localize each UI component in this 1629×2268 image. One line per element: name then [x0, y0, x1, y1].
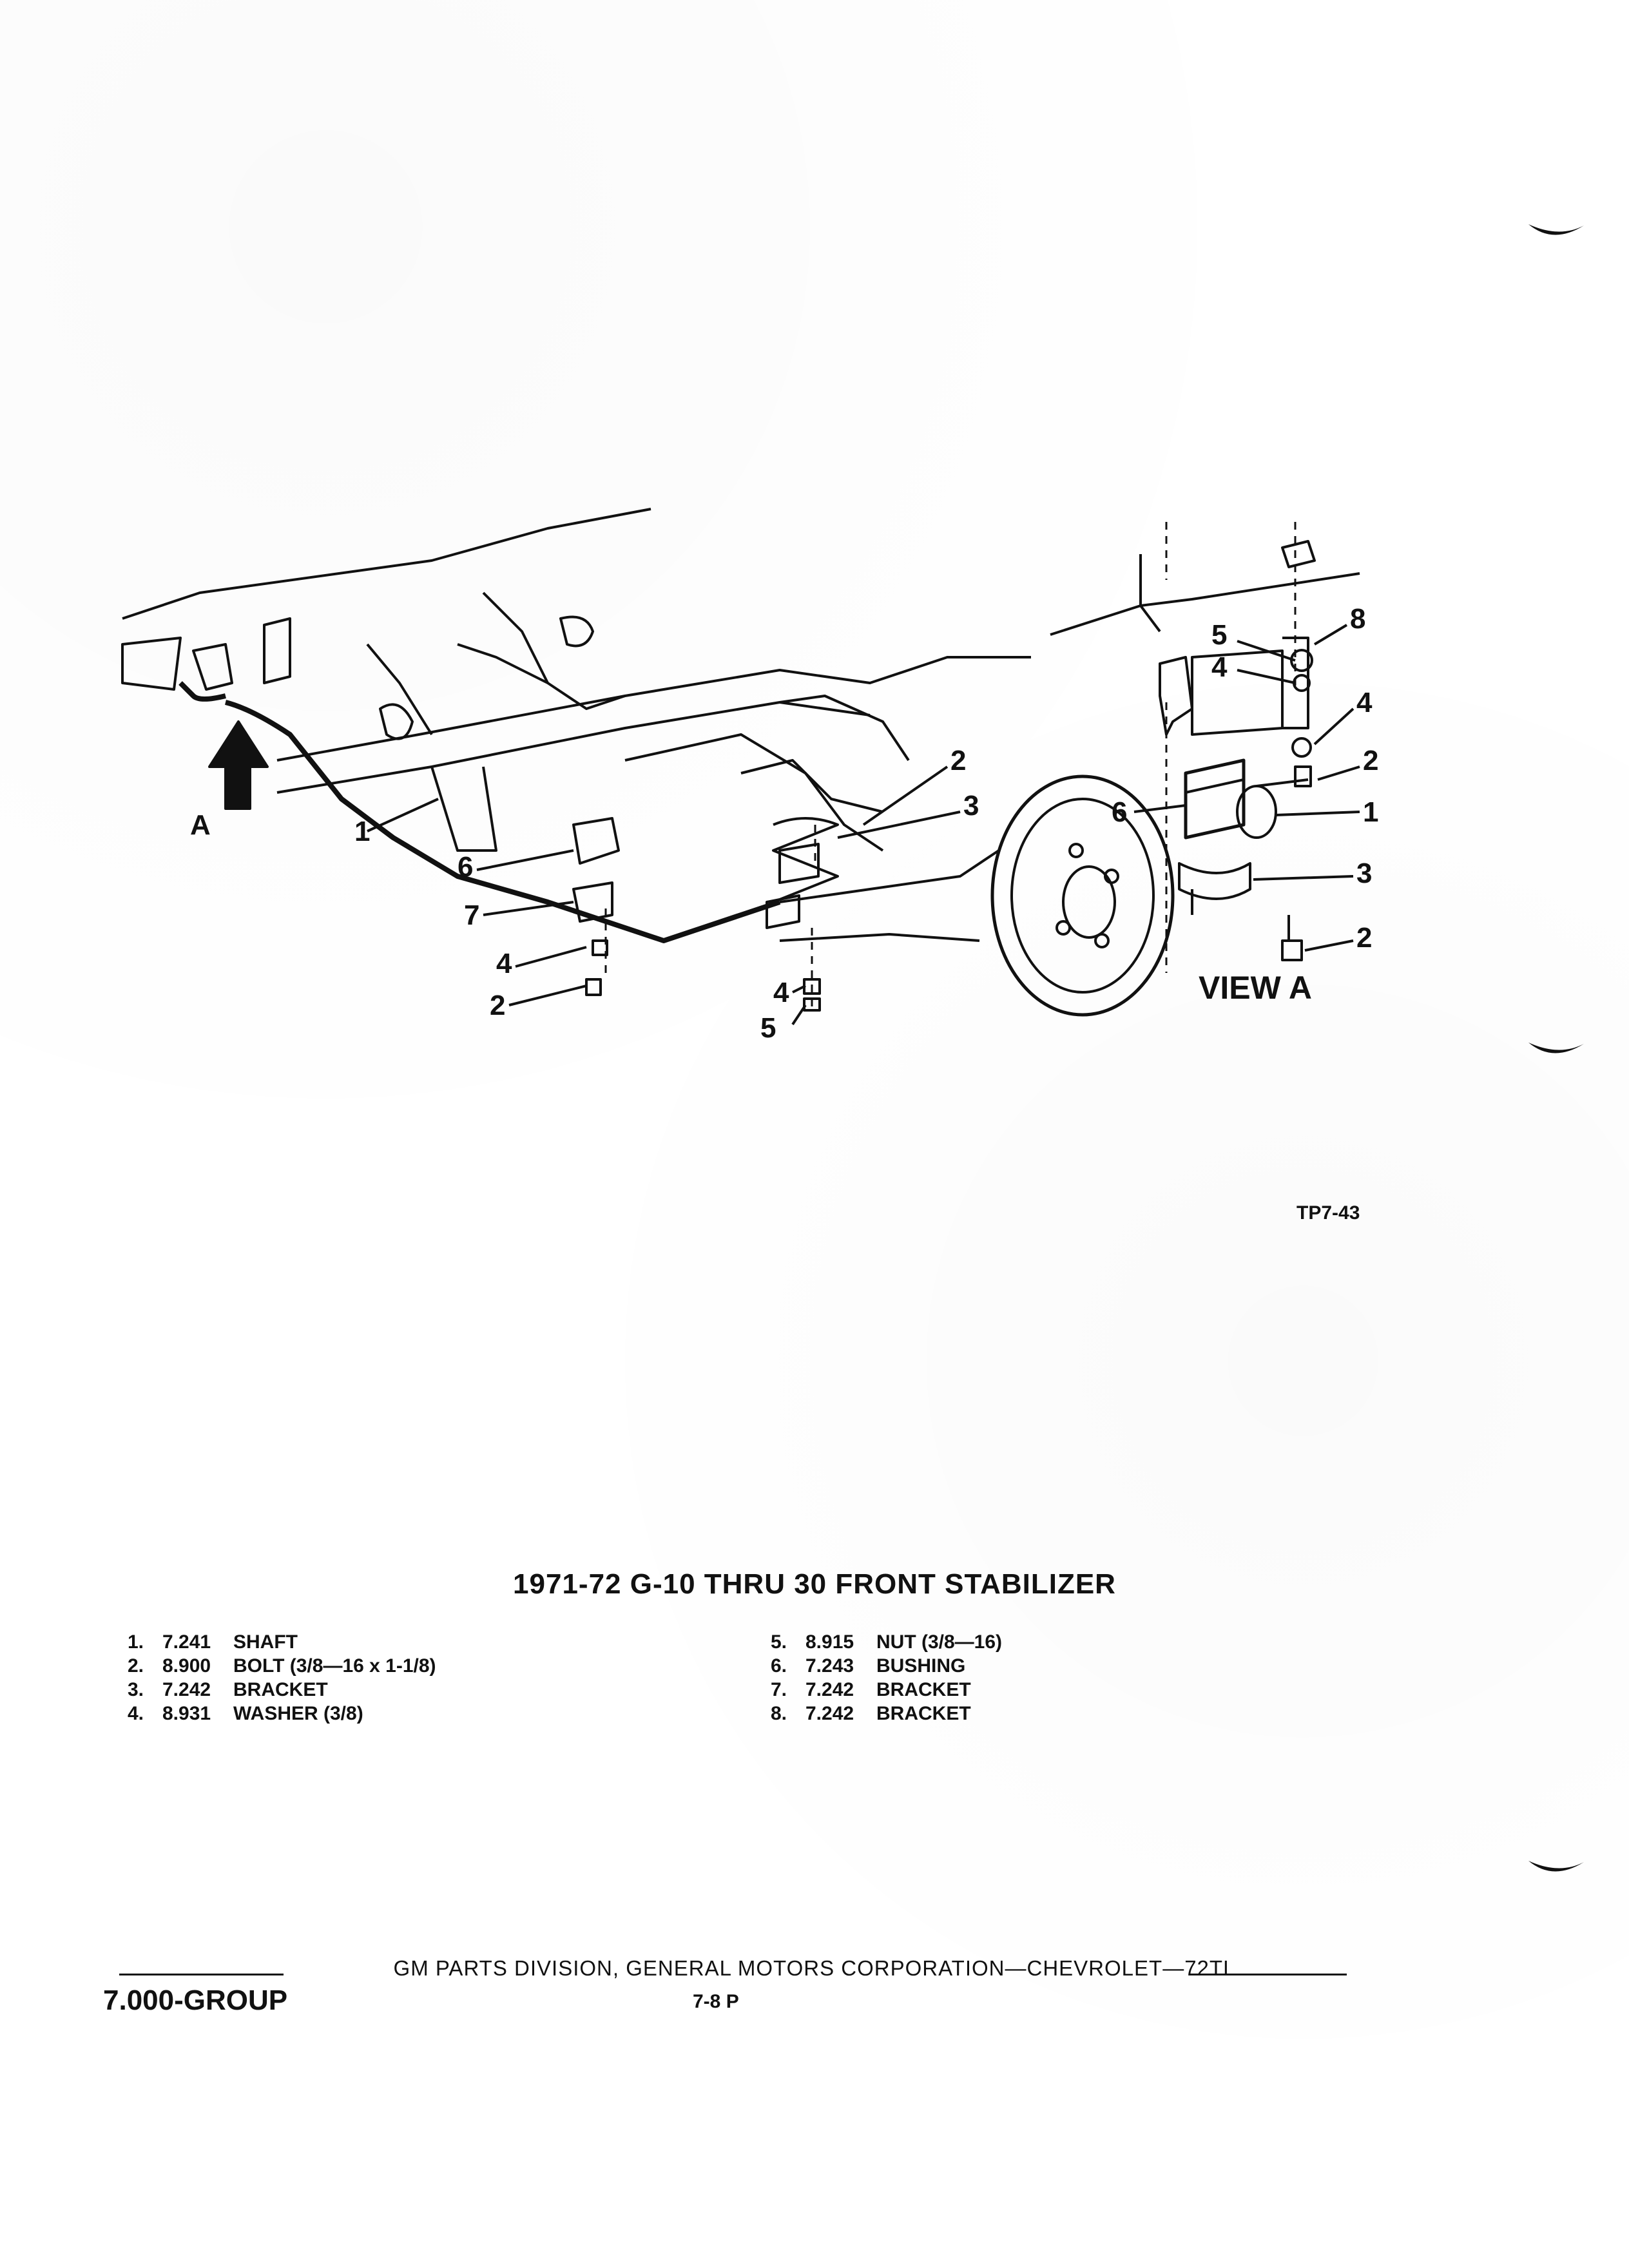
part-description: SHAFT: [233, 1631, 298, 1653]
callout-4-right: 4: [773, 977, 789, 1008]
callout-6: 6: [458, 851, 473, 883]
callout-2-left: 2: [490, 990, 505, 1021]
part-description: BRACKET: [876, 1679, 971, 1700]
part-number: 2.: [128, 1655, 144, 1677]
page-title: 1971-72 G-10 THRU 30 FRONT STABILIZER: [513, 1568, 1116, 1600]
part-code: 7.242: [805, 1703, 854, 1724]
stabilizer-diagram: A 1 6 7 4 2 2 3 4 5 5 4 8 4 2 6 1 3 2 VI…: [97, 490, 1385, 1070]
part-code: 8.931: [162, 1703, 211, 1724]
view-a-bushing: [1184, 758, 1246, 840]
part-row: 1. 7.241 SHAFT: [128, 1630, 436, 1654]
part-code: 7.241: [162, 1631, 211, 1653]
callout-3: 3: [963, 790, 979, 822]
part-number: 4.: [128, 1703, 144, 1724]
part-row: 3. 7.242 BRACKET: [128, 1678, 436, 1702]
view-a-label: VIEW A: [1199, 970, 1312, 1006]
callout-7: 7: [464, 899, 479, 931]
binder-mark-bottom: [1528, 1861, 1584, 1872]
part-description: WASHER (3/8): [233, 1703, 363, 1724]
part-description: BRACKET: [876, 1703, 971, 1724]
part-number: 1.: [128, 1631, 144, 1653]
frame-rail: [276, 656, 1031, 762]
page-number: 7-8 P: [693, 1991, 739, 2012]
part-number: 6.: [771, 1655, 787, 1677]
part-row: 4. 8.931 WASHER (3/8): [128, 1702, 436, 1725]
callout-2-right: 2: [950, 745, 966, 776]
vehicle-body-outline: [122, 508, 651, 620]
footer-rule-left: [119, 1974, 284, 1975]
part-number: 8.: [771, 1703, 787, 1724]
view-a-callout-4-top: 4: [1211, 651, 1228, 683]
group-label: 7.000-GROUP: [103, 1984, 288, 2016]
footer-rule-right: [1189, 1974, 1347, 1975]
part-description: BUSHING: [876, 1655, 966, 1677]
view-a-callout-4-right: 4: [1356, 687, 1373, 718]
part-number: 5.: [771, 1631, 787, 1653]
view-a-callout-2-bottom: 2: [1356, 922, 1372, 954]
part-row: 6. 7.243 BUSHING: [771, 1654, 1002, 1678]
view-a-callout-3: 3: [1356, 858, 1372, 889]
callout-a: A: [190, 809, 211, 841]
part-code: 7.242: [805, 1679, 854, 1700]
view-a-callout-1: 1: [1363, 796, 1378, 828]
callout-4-left: 4: [496, 948, 512, 979]
part-description: NUT (3/8—16): [876, 1631, 1003, 1653]
binder-mark-middle: [1528, 1043, 1584, 1053]
part-code: 8.915: [805, 1631, 854, 1653]
part-description: BRACKET: [233, 1679, 328, 1700]
figure-code: TP7-43: [1296, 1202, 1360, 1224]
part-description: BOLT (3/8—16 x 1-1/8): [233, 1655, 436, 1677]
footer-text: GM PARTS DIVISION, GENERAL MOTORS CORPOR…: [393, 1956, 1236, 1980]
part-row: 5. 8.915 NUT (3/8—16): [771, 1630, 1002, 1654]
view-a-arrow: [208, 720, 269, 810]
parts-list-right: 5. 8.915 NUT (3/8—16) 6. 7.243 BUSHING 7…: [771, 1630, 1002, 1725]
part-number: 7.: [771, 1679, 787, 1700]
part-row: 7. 7.242 BRACKET: [771, 1678, 1002, 1702]
diagram-illustration: A 1 6 7 4 2 2 3 4 5 5 4 8 4 2 6 1 3 2 VI…: [121, 508, 1378, 1044]
view-a-callout-2-top: 2: [1363, 745, 1378, 776]
view-a-callout-6: 6: [1112, 796, 1127, 828]
part-code: 8.900: [162, 1655, 211, 1677]
brake-drum: [990, 774, 1175, 1017]
part-row: 2. 8.900 BOLT (3/8—16 x 1-1/8): [128, 1654, 436, 1678]
part-number: 3.: [128, 1679, 144, 1700]
parts-list-left: 1. 7.241 SHAFT 2. 8.900 BOLT (3/8—16 x 1…: [128, 1630, 436, 1725]
view-a-callout-5: 5: [1211, 619, 1227, 651]
part-code: 7.243: [805, 1655, 854, 1677]
callout-5: 5: [760, 1012, 776, 1044]
binder-mark-top: [1528, 224, 1584, 235]
view-a-callout-8: 8: [1350, 603, 1365, 635]
callout-1: 1: [354, 816, 370, 847]
stabilizer-shaft: [225, 700, 781, 943]
part-row: 8. 7.242 BRACKET: [771, 1702, 1002, 1725]
part-code: 7.242: [162, 1679, 211, 1700]
